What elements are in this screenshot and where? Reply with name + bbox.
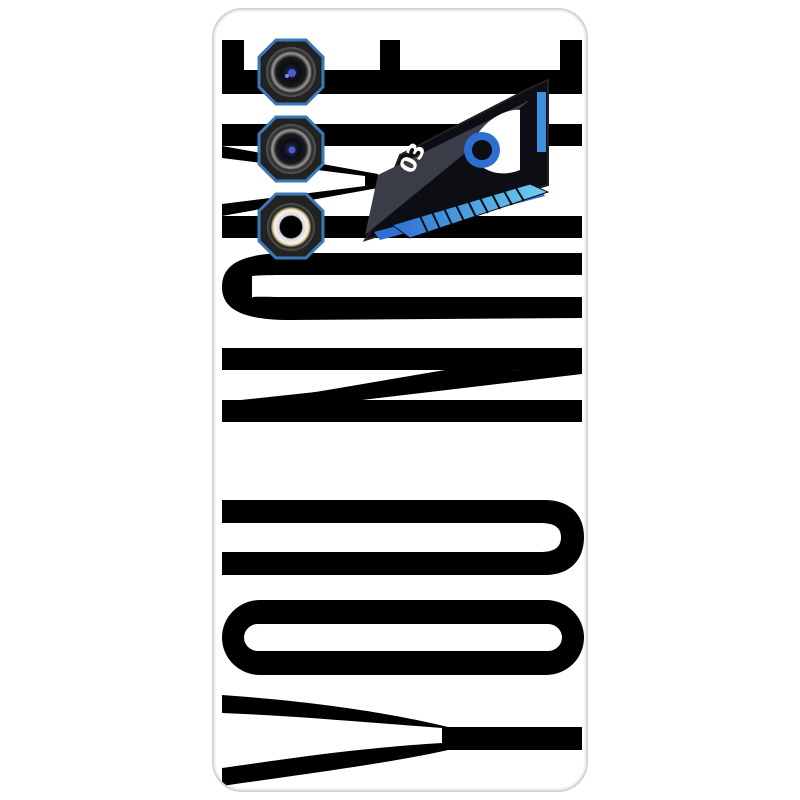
second-lens-icon [257, 115, 325, 183]
letter-a [222, 253, 582, 320]
letter-n [222, 348, 582, 422]
letter-y [222, 695, 582, 786]
letter-u [222, 500, 584, 575]
letter-o [222, 600, 584, 675]
flash-icon [257, 192, 325, 260]
main-lens-icon [257, 38, 325, 106]
badge-03: 03 [362, 78, 550, 242]
you-name-text [222, 40, 584, 786]
camera-module [257, 38, 325, 260]
